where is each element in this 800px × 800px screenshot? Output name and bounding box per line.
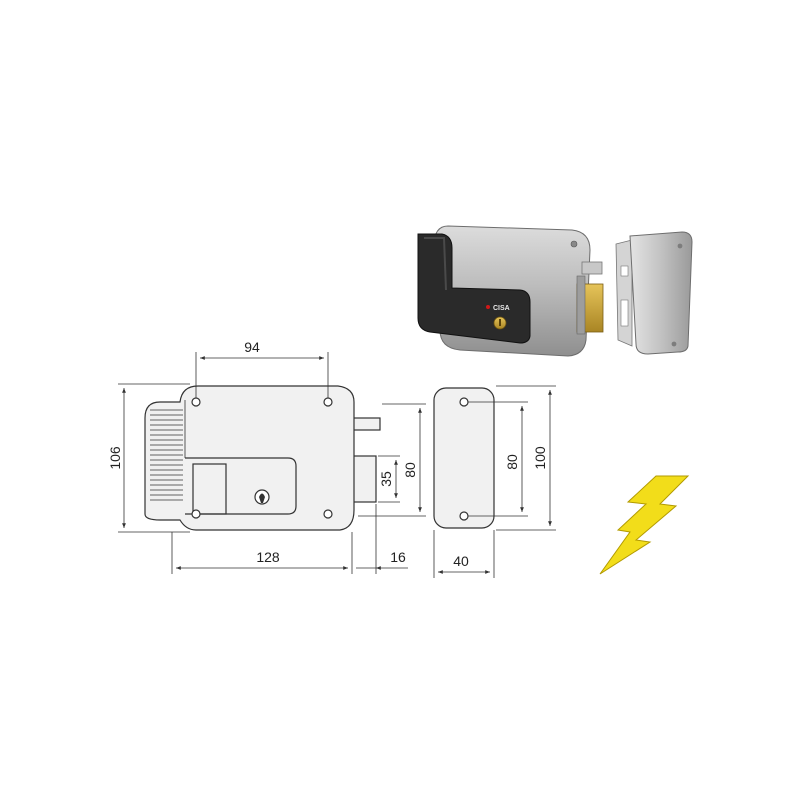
dim-strike-height: 100	[532, 446, 548, 470]
dim-bolt-height: 35	[378, 471, 394, 487]
dim-strike-hole-spacing: 80	[504, 454, 520, 470]
dead-bolt	[581, 261, 603, 275]
screw-icon	[570, 240, 578, 248]
dim-height: 106	[107, 446, 123, 470]
lightning-bolt-icon	[599, 475, 690, 575]
brand-logo-icon	[486, 305, 490, 309]
dim-bolt-projection: 16	[390, 549, 406, 565]
screw-icon	[677, 243, 683, 249]
strike-plate-outline	[433, 387, 495, 529]
front-view-drawing: 94 106 128 16 35 80	[107, 339, 426, 574]
handle-grip-fins	[150, 409, 183, 501]
latch-tongue	[351, 455, 377, 503]
handle-outline	[192, 463, 227, 515]
dim-strike-width: 40	[453, 553, 469, 569]
brand-label: CISA	[493, 305, 510, 312]
dim-width: 128	[256, 549, 280, 565]
lock-handle	[417, 233, 531, 344]
dim-hole-spacing: 94	[244, 339, 260, 355]
product-photo: CISA	[417, 225, 693, 357]
screw-hole-icon	[459, 397, 469, 407]
dead-bolt-outline	[351, 417, 381, 431]
screw-hole-icon	[191, 397, 201, 407]
strike-plate-photo	[615, 231, 693, 355]
screw-hole-icon	[191, 509, 201, 519]
screw-hole-icon	[459, 511, 469, 521]
screw-icon	[671, 341, 677, 347]
screw-hole-icon	[323, 397, 333, 407]
screw-hole-icon	[323, 509, 333, 519]
dim-latch-height: 80	[402, 462, 418, 478]
strike-view-drawing: 80 100 40	[433, 385, 556, 578]
